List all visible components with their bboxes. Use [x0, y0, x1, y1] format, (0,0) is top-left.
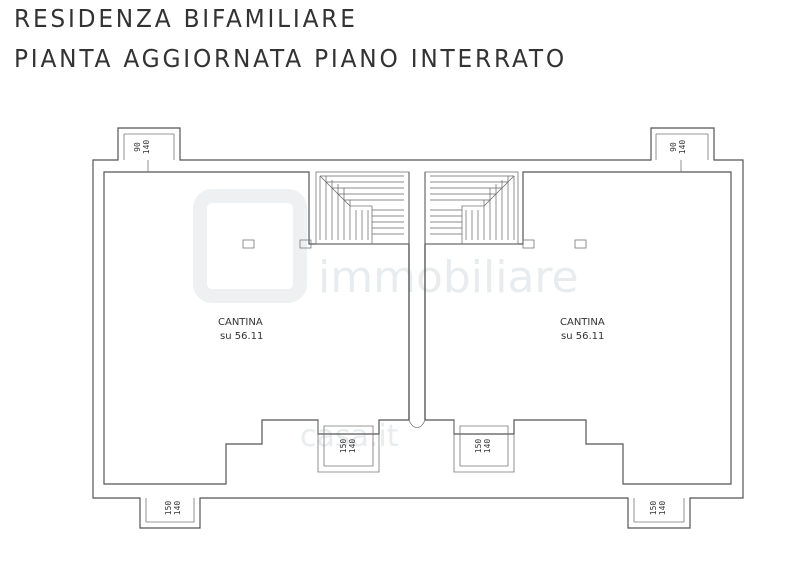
watermark: immobiliare casa.it	[193, 189, 579, 454]
window-label-bot-left: 150 140	[164, 501, 182, 516]
window-width: 150	[474, 439, 483, 454]
window-height: 140	[348, 439, 357, 454]
left-unit-walls	[103, 160, 410, 485]
window-width: 90	[133, 142, 142, 152]
watermark-text-1: immobiliare	[318, 252, 579, 303]
window-width: 150	[649, 501, 658, 516]
window-height: 140	[483, 439, 492, 454]
drawing-subtitle: PIANTA AGGIORNATA PIANO INTERRATO	[14, 44, 567, 73]
window-width: 150	[164, 501, 173, 516]
window-height: 140	[678, 140, 687, 155]
drawing-title: RESIDENZA BIFAMILIARE	[14, 4, 358, 33]
outer-walls	[92, 127, 744, 529]
right-unit-walls	[424, 160, 732, 485]
window-width: 150	[339, 439, 348, 454]
room-area-right: su 56.11	[561, 331, 604, 342]
window-label-bot-right: 150 140	[649, 501, 667, 516]
left-staircase	[315, 171, 410, 245]
window-width: 90	[669, 142, 678, 152]
watermark-text-2: casa.it	[300, 419, 399, 454]
right-staircase	[424, 171, 519, 245]
window-height: 140	[142, 140, 151, 155]
window-label-mid-left: 150 140	[339, 439, 357, 454]
window-height: 140	[658, 501, 667, 516]
window-label-top-right: 90 140	[669, 140, 687, 155]
window-label-top-left: 90 140	[133, 140, 151, 155]
room-name-right: CANTINA	[560, 317, 605, 328]
room-name-left: CANTINA	[218, 317, 263, 328]
room-area-left: su 56.11	[220, 331, 263, 342]
pillars	[242, 239, 587, 249]
window-height: 140	[173, 501, 182, 516]
window-label-mid-right: 150 140	[474, 439, 492, 454]
